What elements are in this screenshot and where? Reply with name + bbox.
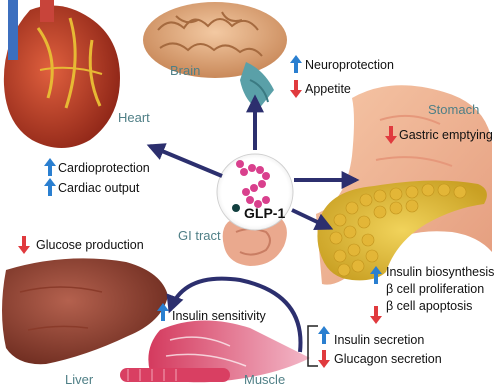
label-gi-tract: GI tract	[178, 228, 221, 243]
effect-glucagon-secretion: Glucagon secretion	[334, 352, 442, 366]
heart-illustration	[4, 0, 120, 148]
effect-cardioprotection: Cardioprotection	[58, 161, 150, 175]
effect-insulin-secretion: Insulin secretion	[334, 333, 424, 347]
label-muscle: Muscle	[244, 372, 285, 387]
down-arrow-icon	[290, 80, 302, 98]
up-arrow-icon	[290, 55, 302, 73]
up-arrow-icon	[318, 326, 330, 344]
down-arrow-icon	[385, 126, 397, 144]
effect-cardiac-output: Cardiac output	[58, 181, 139, 195]
effect-beta-cell-apoptosis: β cell apoptosis	[386, 299, 472, 313]
effect-insulin-sensitivity: Insulin sensitivity	[172, 309, 266, 323]
effect-neuroprotection: Neuroprotection	[305, 58, 394, 72]
up-arrow-icon	[370, 266, 382, 284]
glp1-label: GLP-1	[244, 205, 285, 221]
down-arrow-icon	[370, 306, 382, 324]
effect-gastric-emptying: Gastric emptying	[399, 128, 493, 142]
down-arrow-icon	[318, 350, 330, 368]
up-arrow-icon	[44, 178, 56, 196]
up-arrow-icon	[157, 303, 169, 321]
effect-glucose-production: Glucose production	[36, 238, 144, 252]
label-liver: Liver	[65, 372, 93, 387]
effect-beta-cell-proliferation: β cell proliferation	[386, 282, 484, 296]
effect-appetite: Appetite	[305, 82, 351, 96]
arrow-to-heart	[150, 146, 222, 176]
up-arrow-icon	[44, 158, 56, 176]
label-brain: Brain	[170, 63, 200, 78]
label-heart: Heart	[118, 110, 150, 125]
brain-illustration	[143, 2, 287, 110]
label-stomach: Stomach	[428, 102, 479, 117]
effect-insulin-biosynthesis: Insulin biosynthesis	[386, 265, 494, 279]
secretion-bracket	[308, 326, 318, 366]
liver-illustration	[2, 258, 168, 364]
down-arrow-icon	[18, 236, 30, 254]
